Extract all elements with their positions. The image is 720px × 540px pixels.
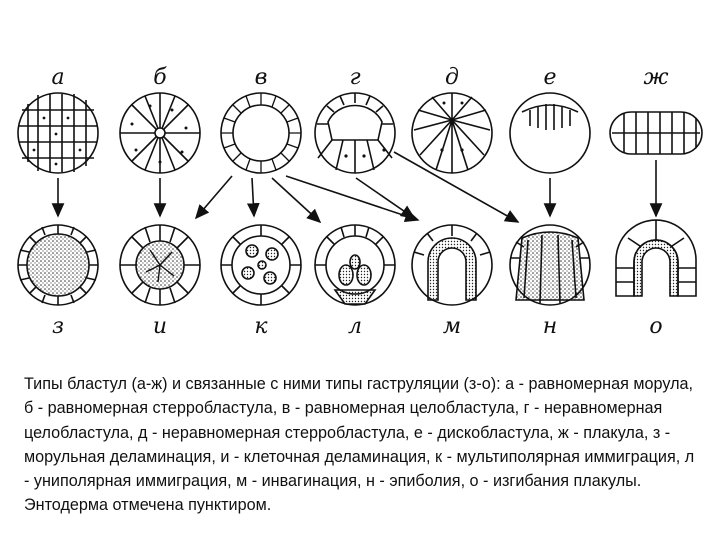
label-zh: ж [643, 65, 668, 90]
blastula-coeloblastula-uniform [220, 92, 302, 174]
label-b: б [153, 65, 167, 90]
label-e: е [543, 65, 556, 90]
blastula-gastrulation-diagram: а б в г д е ж [17, 65, 703, 339]
blastula-morula [17, 92, 99, 174]
label-i: и [153, 314, 167, 339]
label-v: в [255, 65, 268, 90]
gastrula-placula-bending [615, 219, 697, 297]
label-g: г [349, 65, 360, 90]
label-o: о [649, 314, 662, 339]
figure-caption: Типы бластул (а-ж) и связанные с ними ти… [24, 375, 695, 515]
arrows [51, 151, 663, 224]
label-a: а [51, 65, 64, 90]
gastrula-morula-delamination [17, 224, 99, 306]
gastrula-cellular-delamination [119, 224, 201, 306]
gastrula-invagination [411, 224, 493, 306]
blastula-coeloblastula-uneven [314, 92, 396, 174]
gastrula-multipolar-immigration [220, 224, 302, 306]
label-z: з [52, 314, 64, 339]
blastula-placula [609, 111, 703, 155]
blastula-sterroblastula-uneven [411, 92, 493, 174]
label-d: д [445, 65, 459, 90]
label-l: л [348, 314, 362, 339]
label-k: к [254, 314, 268, 339]
gastrula-unipolar-immigration [314, 224, 396, 306]
gastrula-epiboly [509, 224, 591, 306]
blastula-discoblastula [509, 92, 591, 174]
label-n: н [543, 314, 558, 339]
label-m: м [443, 314, 461, 339]
blastula-sterroblastula [119, 92, 201, 174]
